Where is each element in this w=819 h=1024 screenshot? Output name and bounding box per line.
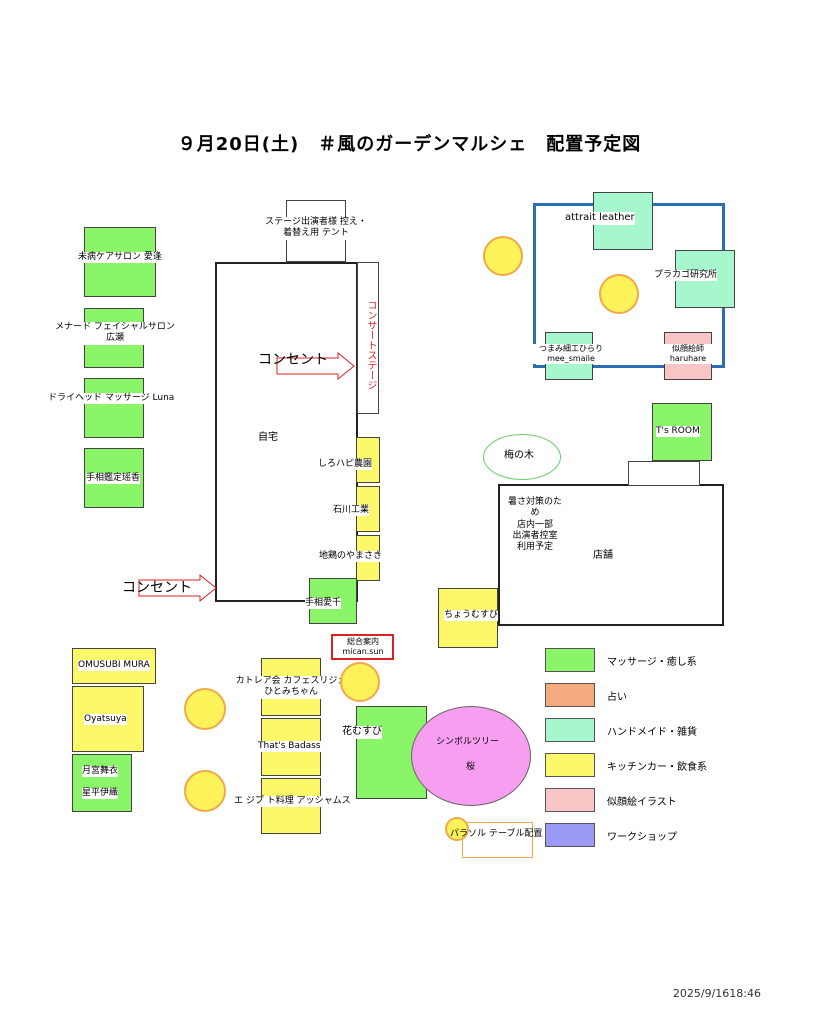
sakura-label: 桜 [466, 762, 476, 772]
booth-jidori-label: 地鶏のやまさき [319, 551, 383, 563]
info-booth-label: 総合案内 mican.sun [338, 637, 388, 657]
legend-swatch-handmade [545, 718, 595, 742]
booth-plakago-label: プラカゴ研究所 [654, 270, 718, 282]
outlet-arrow-2 [138, 574, 217, 602]
legend-label: ハンドメイド・雑貨 [607, 726, 697, 738]
legend-item: ワークショップ [545, 823, 677, 847]
legend-item: マッサージ・癒し系 [545, 648, 697, 672]
booth-badass-label: That's Badass [258, 741, 321, 753]
parasol-circle [599, 274, 639, 314]
symbol-tree-label: シンボルツリー [436, 737, 500, 747]
booth-shirohapi-label: しろハピ農園 [318, 459, 373, 471]
legend-item: 占い [545, 683, 627, 707]
booth-cattleya-label: カトレア会 カフェスリジェ ひとみちゃん [226, 676, 356, 699]
booth-ishikawa-label: 石川工業 [333, 505, 370, 517]
parasol-circle [184, 688, 226, 730]
legend-label: キッチンカー・飲食系 [607, 761, 707, 773]
home-building [215, 262, 358, 602]
home-label: 自宅 [258, 432, 278, 443]
legend-label: ワークショップ [607, 831, 677, 843]
shop-building [498, 484, 724, 626]
booth-tsukimiya [72, 754, 132, 812]
concert-stage-label: コンサートステージ [365, 300, 376, 390]
shop-entrance [628, 461, 700, 486]
symbol-tree [411, 706, 531, 806]
legend-swatch-fortune [545, 683, 595, 707]
booth-egypt-label: エ ジプ ト料理 アッシャムス [234, 796, 351, 808]
parasol-table-circle [445, 817, 469, 841]
booth-oyatsuya-label: Oyatsuya [84, 714, 127, 726]
parasol-table-label: パラソル テーブル配置 [450, 829, 543, 839]
parasol-circle [184, 770, 226, 812]
booth-dryhead-label: ドライヘッド マッサージ Luna [48, 393, 175, 405]
legend-item: ハンドメイド・雑貨 [545, 718, 697, 742]
booth-choumusubi-label: ちょうむすび [444, 610, 499, 622]
booth-hanamusubi-label: 花むすび [342, 726, 382, 739]
legend: マッサージ・癒し系 占い ハンドメイド・雑貨 キッチンカー・飲食系 似顔絵イラス… [545, 648, 745, 858]
concert-stage [357, 262, 379, 414]
ume-tree-label: 梅の木 [504, 450, 534, 461]
booth-dryhead [84, 378, 144, 438]
booth-tsukimiya-label: 月宮舞衣 [82, 766, 119, 778]
legend-item: 似顔絵イラスト [545, 788, 677, 812]
outlet-label-1: コンセント [258, 352, 328, 368]
booth-attrait-label: attrait leather [565, 212, 635, 225]
booth-tesou-aichi-label: 手相愛千 [305, 598, 342, 610]
stage-tent-label: ステージ出演者様 控え・ 着替え用 テント [256, 217, 376, 240]
outlet-arrow-1 [276, 352, 355, 380]
legend-label: 占い [607, 691, 627, 703]
page-title: ９月20日(土) ＃風のガーデンマルシェ 配置予定図 [177, 134, 642, 155]
legend-swatch-workshop [545, 823, 595, 847]
booth-mibyo-label: 未病ケアサロン 愛逢 [78, 252, 162, 264]
legend-swatch-food [545, 753, 595, 777]
parasol-circle [483, 236, 523, 276]
booth-nigaoe-label: 似顔絵師 haruhare [662, 344, 714, 364]
legend-label: マッサージ・癒し系 [607, 656, 697, 668]
booth-omusubi-label: OMUSUBI MURA [78, 660, 150, 672]
outlet-label-2: コンセント [122, 580, 192, 596]
legend-swatch-massage [545, 648, 595, 672]
parasol-circle [340, 662, 380, 702]
booth-hoshihira-label: 星平伊織 [82, 788, 119, 800]
legend-item: キッチンカー・飲食系 [545, 753, 707, 777]
booth-tsumami-label: つまみ細工ひらり mee_smaile [532, 344, 610, 364]
shop-label: 店舗 [593, 550, 613, 561]
parasol-table-area [462, 822, 533, 858]
booth-tesou-yoko-label: 手相鑑定瑶香 [86, 473, 141, 485]
booth-ts-room-label: T's ROOM [656, 426, 700, 438]
shop-note: 暑さ対策のた め 店内一部 出演者控室 利用予定 [507, 497, 562, 552]
legend-label: 似顔絵イラスト [607, 796, 677, 808]
legend-swatch-portrait [545, 788, 595, 812]
booth-menard-label: メナード フェイシャルサロン 広瀬 [50, 322, 180, 345]
timestamp: 2025/9/1618:46 [672, 987, 761, 1000]
ume-tree [483, 434, 561, 480]
